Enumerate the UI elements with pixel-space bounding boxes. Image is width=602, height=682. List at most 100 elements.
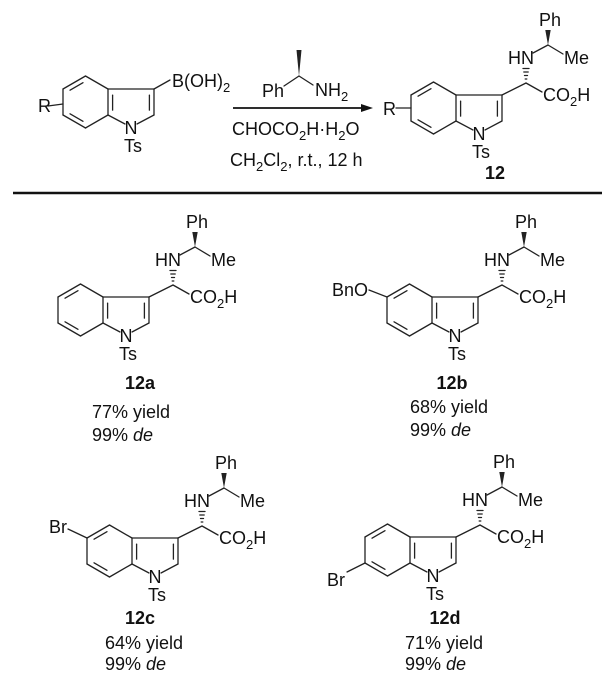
text-part: de — [451, 420, 471, 440]
bond — [84, 75, 109, 90]
bond — [523, 246, 540, 257]
text-part: N — [449, 326, 462, 346]
methyl-label: Me — [564, 48, 589, 68]
bond — [455, 524, 481, 538]
text-part: Br — [49, 517, 67, 537]
text-part: H·H — [306, 119, 338, 139]
bond — [409, 562, 428, 573]
tosyl-label: Ts — [472, 142, 490, 162]
bond — [386, 322, 411, 337]
bond — [57, 322, 82, 337]
bond — [408, 283, 433, 298]
text-part: 64% yield — [105, 633, 183, 653]
compound-number-label: 12a — [125, 373, 156, 393]
text-part: Ph — [515, 212, 537, 232]
amine-nh-label: HN — [508, 48, 534, 68]
phenyl-label: Ph — [186, 212, 208, 232]
double-bond-inner — [93, 531, 108, 540]
tosyl-label: Ts — [148, 585, 166, 605]
carboxylic-acid-label: CO2H — [497, 527, 544, 551]
bond — [148, 284, 174, 298]
text-part: H — [553, 287, 566, 307]
bond — [501, 82, 527, 96]
text-part: 12b — [436, 373, 467, 393]
double-bond-inner — [371, 561, 386, 570]
text-part: de — [133, 425, 153, 445]
text-part: Ph — [186, 212, 208, 232]
bond — [62, 75, 87, 90]
text-part: BnO — [332, 280, 368, 300]
yield-text: 71% yield — [405, 633, 483, 653]
bond — [172, 284, 190, 295]
text-part: HN — [184, 491, 210, 511]
double-bond-inner — [417, 88, 432, 97]
de-text: 99% de — [105, 654, 166, 674]
bond — [79, 322, 104, 337]
double-bond-inner — [393, 321, 408, 330]
text-part: 99% — [92, 425, 133, 445]
double-bond-inner — [64, 321, 79, 330]
bond — [194, 246, 211, 257]
bond — [479, 524, 497, 535]
bond — [501, 284, 519, 295]
text-part: Me — [211, 250, 236, 270]
text-part: Ph — [215, 453, 237, 473]
wedge-bond — [499, 472, 505, 487]
text-part: , r.t., 12 h — [287, 150, 362, 170]
bond — [431, 322, 450, 333]
nitrogen-label: N — [473, 124, 486, 144]
text-part: Ph — [539, 10, 561, 30]
methyl-label: Me — [518, 490, 543, 510]
reagent-line-2: CH2Cl2, r.t., 12 h — [230, 150, 363, 174]
arrowhead-icon — [361, 104, 373, 112]
wedge-bond — [192, 232, 198, 247]
text-part: CHOCO — [232, 119, 299, 139]
carboxylic-acid-label: CO2H — [519, 287, 566, 311]
text-part: Br — [327, 570, 345, 590]
text-part: Ts — [472, 142, 490, 162]
bond — [201, 525, 219, 536]
text-part: Me — [540, 250, 565, 270]
substituent-label: Br — [327, 570, 345, 590]
double-bond-inner — [417, 119, 432, 128]
wedge-bond — [221, 473, 227, 488]
text-part: Cl — [263, 150, 280, 170]
text-part: 71% yield — [405, 633, 483, 653]
double-bond-inner — [393, 290, 408, 299]
text-part: NH — [315, 80, 341, 100]
bond — [160, 563, 179, 574]
bond — [62, 114, 87, 129]
text-part: N — [427, 566, 440, 586]
bond — [460, 322, 479, 333]
de-text: 99% de — [92, 425, 153, 445]
text-part: Me — [240, 491, 265, 511]
bond — [131, 563, 150, 574]
subscript: 2 — [299, 128, 306, 143]
carboxylic-acid-label: CO2H — [219, 528, 266, 552]
text-part: CO — [497, 527, 524, 547]
double-bond-inner — [93, 562, 108, 571]
bond — [79, 283, 104, 298]
bond — [408, 322, 433, 337]
text-part: H — [253, 528, 266, 548]
bond — [102, 322, 121, 333]
text-part: de — [446, 654, 466, 674]
bond — [86, 524, 111, 539]
text-part: CH — [230, 150, 256, 170]
bond — [532, 44, 549, 54]
yield-text: 77% yield — [92, 402, 170, 422]
bond — [364, 523, 389, 538]
text-part: Me — [518, 490, 543, 510]
subscript: 2 — [280, 159, 287, 174]
amine-nh-label: HN — [462, 490, 488, 510]
de-text: 99% de — [410, 420, 471, 440]
methyl-label: Me — [211, 250, 236, 270]
double-bond-inner — [69, 82, 84, 91]
amine-nh2-label: NH2 — [315, 80, 348, 104]
text-part: 99% — [410, 420, 451, 440]
substituent-bond — [47, 103, 64, 107]
